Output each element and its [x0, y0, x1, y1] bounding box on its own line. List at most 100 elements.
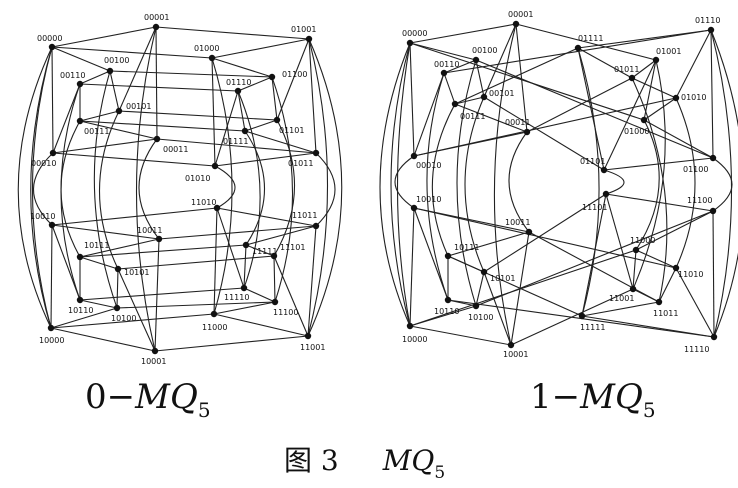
graph-edge: [156, 138, 317, 154]
vertex-node: [106, 67, 114, 75]
vertex-label: 10100: [111, 314, 136, 323]
graph-edge: [577, 47, 605, 171]
edge-layer: [379, 23, 738, 346]
vertex-label: 00111: [84, 127, 109, 136]
graph-edge: [409, 249, 637, 327]
graph-edge: [50, 327, 156, 352]
vertex-label: 11000: [630, 236, 655, 245]
vertex-label: 01010: [681, 93, 706, 102]
graph-edge: [245, 244, 275, 257]
vertex-label: 00100: [472, 46, 497, 55]
vertex-label: 00001: [508, 10, 533, 19]
vertex-label: 10010: [30, 212, 55, 221]
vertex-node: [304, 332, 312, 340]
vertex-node: [672, 264, 680, 272]
graph-edge: [244, 119, 278, 132]
graph-edge: [158, 225, 317, 240]
graph-edge: [631, 77, 677, 99]
graph-edge: [211, 57, 216, 167]
graph-edge: [271, 76, 278, 121]
graph-edge: [577, 47, 600, 317]
graph-edge: [631, 77, 668, 303]
vertex-label: 00001: [144, 13, 169, 22]
outer-arc: [710, 29, 738, 338]
vertex-label: 01110: [226, 78, 251, 87]
vertex-label: 10110: [434, 307, 459, 316]
vertex-node: [210, 310, 218, 318]
right-graph-1-mq5: 0000000001011110111000100001100010100111…: [379, 10, 738, 359]
vertex-node: [406, 39, 414, 47]
outer-arc: [307, 38, 343, 337]
graph-edge: [273, 119, 296, 257]
vertex-node: [208, 54, 216, 62]
vertex-node: [312, 222, 320, 230]
graph-edge: [52, 138, 158, 154]
graph-edge: [409, 325, 512, 346]
graph-edge: [577, 29, 712, 49]
vertex-node: [640, 116, 648, 124]
vertex-node: [574, 44, 582, 52]
outer-arc: [30, 46, 53, 329]
graph-edge: [475, 271, 485, 307]
vertex-label: 00011: [505, 118, 530, 127]
graph-edge: [409, 207, 415, 327]
vertex-node: [480, 93, 488, 101]
graph-edge: [643, 119, 714, 159]
outer-arc: [17, 46, 53, 329]
vertex-node: [113, 304, 121, 312]
vertex-label: 01000: [624, 127, 649, 136]
vertex-node: [632, 246, 640, 254]
graph-edge: [79, 70, 111, 85]
vertex-label: 11011: [292, 211, 317, 220]
graph-edge: [710, 29, 733, 338]
graph-edge: [237, 90, 261, 289]
graph-edge: [526, 77, 633, 133]
graph-edge: [211, 57, 273, 78]
graph-edge: [315, 152, 336, 227]
graph-edge: [307, 38, 329, 337]
graph-edge: [390, 42, 411, 327]
graph-edge: [118, 26, 157, 112]
vertex-label: 11001: [300, 343, 325, 352]
vertex-node: [629, 285, 637, 293]
vertex-node: [628, 74, 636, 82]
graph-edge: [50, 307, 118, 329]
graph-edge: [483, 23, 517, 98]
vertex-node: [525, 228, 533, 236]
vertex-label: 11000: [202, 323, 227, 332]
vertex-node: [115, 107, 123, 115]
vertex-node: [578, 312, 586, 320]
vertex-node: [270, 252, 278, 260]
graph-edge: [216, 207, 245, 289]
vertex-node: [312, 149, 320, 157]
vertex-label: 00111: [460, 112, 485, 121]
graph-edge: [79, 256, 119, 270]
graph-edge: [643, 59, 657, 121]
vertex-node: [48, 221, 56, 229]
vertex-node: [48, 43, 56, 51]
vertex-node: [76, 253, 84, 261]
graph-edge: [635, 210, 714, 251]
graph-edge: [632, 249, 637, 290]
left-graph-0-mq5: 0000000001010000100100100001100010100111…: [17, 13, 343, 366]
graph-edge: [213, 313, 309, 337]
graph-edge: [154, 238, 160, 352]
vertex-label: 10111: [454, 243, 479, 252]
graph-edge: [213, 301, 276, 315]
graph-edge: [237, 76, 273, 92]
vertex-node: [49, 149, 57, 157]
vertex-node: [114, 265, 122, 273]
graph-edge: [155, 26, 158, 140]
vertex-node: [273, 116, 281, 124]
vertex-node: [709, 154, 717, 162]
vertex-label: 11011: [653, 309, 678, 318]
graph-edge: [135, 26, 157, 352]
vertex-label: 01111: [223, 137, 248, 146]
graph-edge: [273, 255, 309, 337]
graph-edge: [155, 26, 310, 40]
vertex-layer: 0000000001011110111000100001100010100111…: [402, 10, 720, 359]
graph-edge: [117, 255, 275, 270]
graph-edge: [116, 268, 119, 309]
graph-edge: [118, 110, 278, 121]
graph-edge: [116, 301, 276, 309]
